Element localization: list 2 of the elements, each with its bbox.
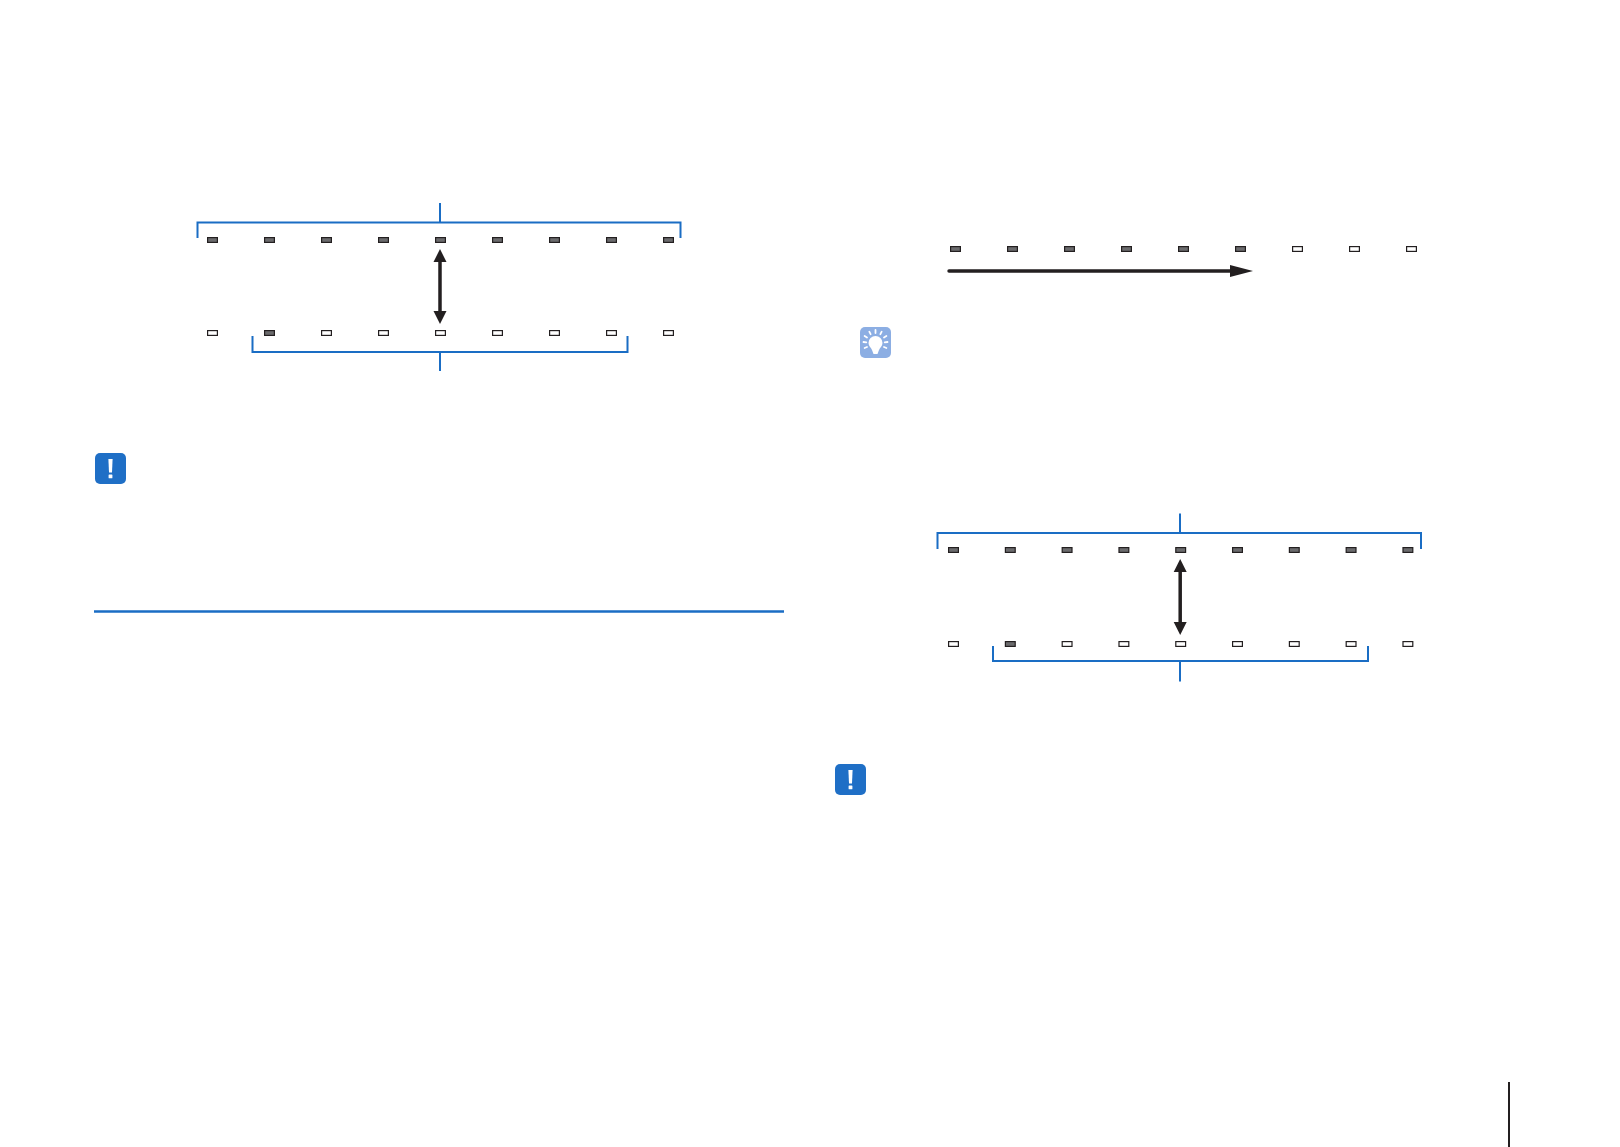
double-arrow xyxy=(433,249,447,324)
double-arrow xyxy=(1173,559,1187,635)
